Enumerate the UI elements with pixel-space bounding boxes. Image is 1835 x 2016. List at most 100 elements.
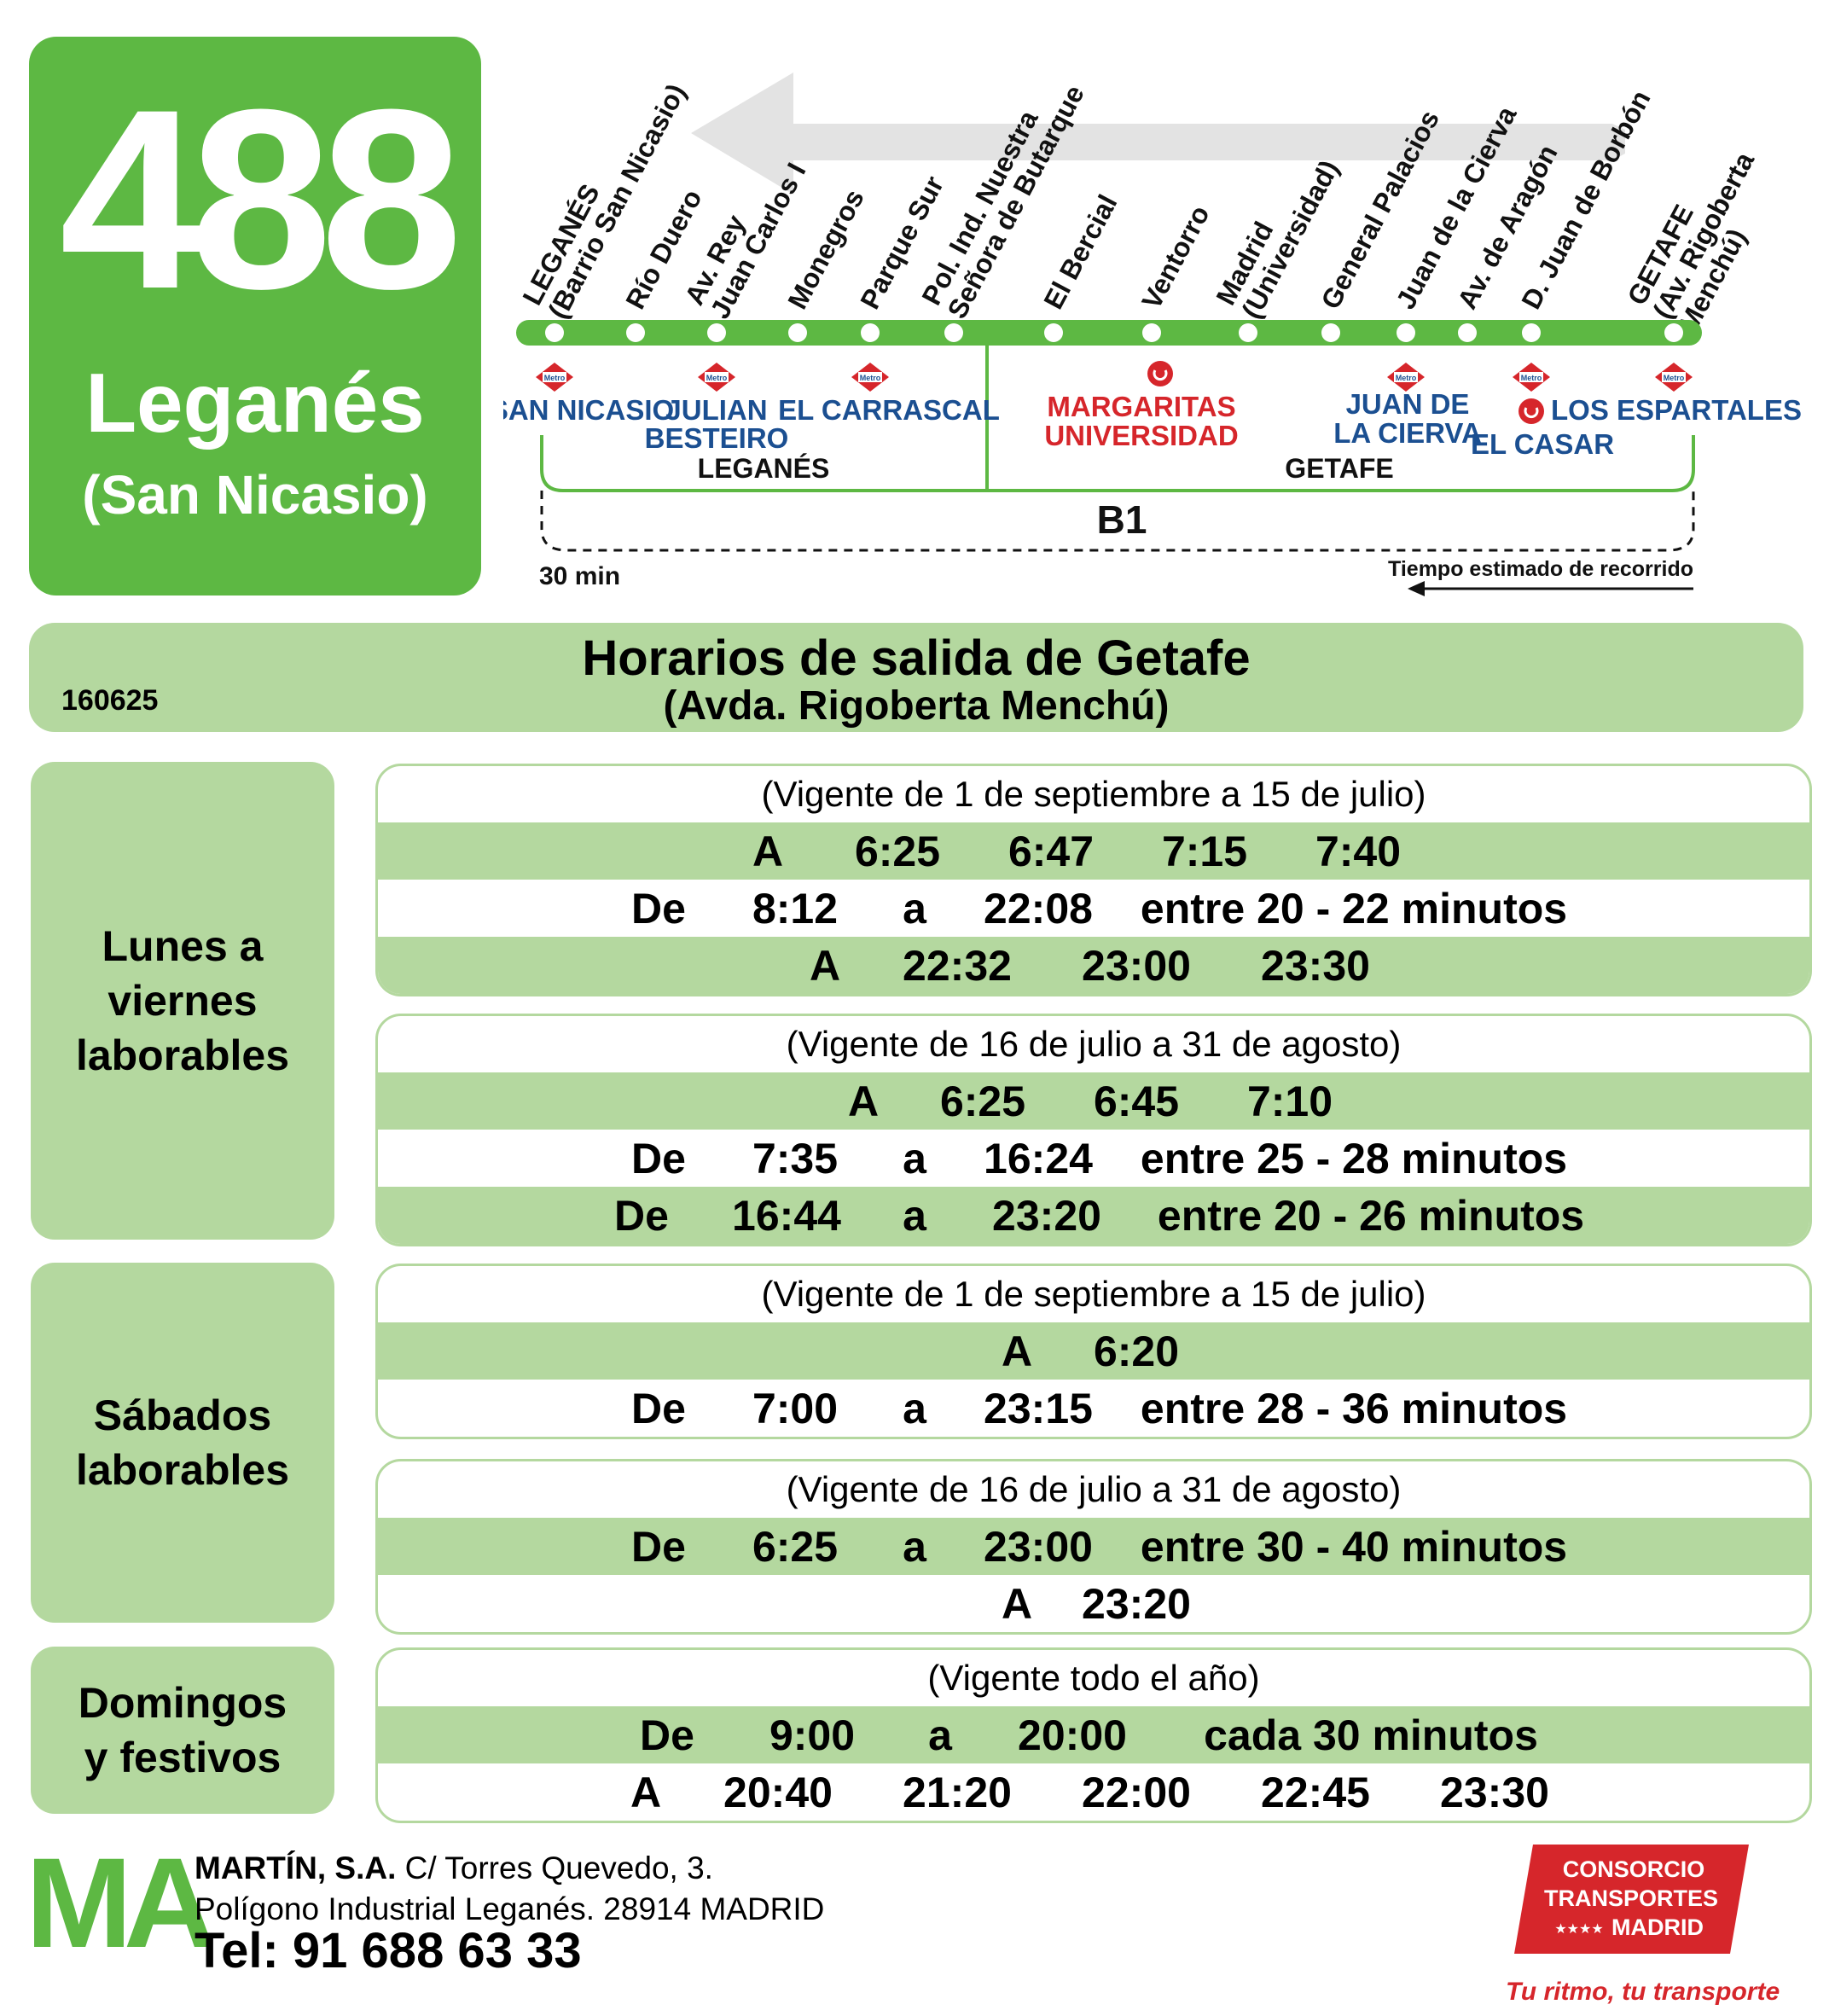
zone-leganes: LEGANÉS [698,453,830,484]
conn-juan-cierva-1: JUAN DE [1346,388,1470,420]
stop-label-text: Ventorro [1135,200,1216,314]
validity-note: (Vigente de 16 de julio a 31 de agosto) [786,1469,1402,1509]
conn-el-casar: EL CASAR [1471,428,1614,460]
conn-juan-cierva-2: LA CIERVA [1333,417,1482,449]
schedule-row: De 7:00 a 23:15 entre 28 - 36 minutos [631,1384,1568,1432]
schedule-panel-saturday-2: (Vigente de 16 de julio a 31 de agosto) … [375,1459,1812,1635]
svg-text:Metro: Metro [706,374,728,382]
svg-text:Metro: Metro [1521,374,1542,382]
stop-labels: LEGANÉS(Barrio San Nicasio)Río DueroAv. … [516,78,1760,337]
route-number: 488 [59,55,463,342]
stop-dot [545,323,564,342]
stop-dot [1044,323,1063,342]
validity-note: (Vigente de 16 de julio a 31 de agosto) [786,1024,1402,1064]
schedule-row: A 23:20 [1001,1579,1191,1628]
operator-logo: MA [26,1831,216,1974]
conn-julian-2: BESTEIRO [645,422,789,454]
stop-dots [545,323,1683,342]
conn-el-carrascal: EL CARRASCAL [778,394,1000,426]
category-weekday: Lunes a viernes laborables [31,762,334,1240]
metro-icon: Metro [1387,363,1425,392]
stop-label: LEGANÉS(Barrio San Nicasio) [516,78,691,323]
schedule-panel-sunday: (Vigente todo el año) De 9:00 a 20:00 ca… [375,1647,1812,1823]
schedule-row: A 6:20 [378,1322,1809,1380]
cercanias-icon [1519,398,1544,424]
validity-note: (Vigente todo el año) [927,1658,1260,1698]
schedule-subtitle: (Avda. Rigoberta Menchú) [663,683,1170,729]
stop-dot [1142,323,1161,342]
stop-label-text: El Bercial [1037,189,1123,314]
validity-note: (Vigente de 1 de septiembre a 15 de juli… [761,774,1426,814]
ctm-line-3: MADRID [1611,1914,1704,1940]
operator-address: MARTÍN, S.A. C/ Torres Quevedo, 3. Políg… [195,1848,824,1930]
stop-dot [1458,323,1477,342]
ctm-line-2: TRANSPORTES [1544,1885,1718,1911]
schedule-panel-weekday-1: (Vigente de 1 de septiembre a 15 de juli… [375,764,1812,996]
route-badge: 488 Leganés (San Nicasio) [29,37,481,596]
stop-dot [707,323,726,342]
svg-text:Metro: Metro [1396,374,1417,382]
metro-icon: Metro [698,363,735,392]
stop-dot [944,323,963,342]
schedule-row: A 20:40 21:20 22:00 22:45 23:30 [630,1768,1549,1816]
phone-number: Tel: 91 688 63 33 [195,1923,582,1978]
schedule-panel-saturday-1: (Vigente de 1 de septiembre a 15 de juli… [375,1264,1812,1439]
schedule-panel-weekday-2: (Vigente de 16 de julio a 31 de agosto) … [375,1014,1812,1246]
stop-dot [1522,323,1541,342]
route-destination: Leganés [85,356,425,450]
stop-dot [1321,323,1340,342]
fare-bracket [540,491,1695,552]
stars-icon: ★★★★ [1554,1920,1603,1937]
stop-dot [861,323,880,342]
consorcio-logo: CONSORCIO TRANSPORTES MADRID ★★★★ [1514,1845,1749,1954]
category-line: viernes [107,977,258,1025]
conn-margaritas-2: UNIVERSIDAD [1044,420,1238,451]
schedule-row: A 6:25 6:47 7:15 7:40 [378,822,1809,880]
zone-bracket [540,435,1695,492]
svg-text:Metro: Metro [1664,374,1685,382]
schedule-row: De 9:00 a 20:00 cada 30 minutos [378,1706,1809,1763]
stop-dot [626,323,645,342]
route-destination-sub: (San Nicasio) [82,464,428,526]
metro-icon: Metro [1513,363,1550,392]
metro-icon: Metro [851,363,889,392]
stop-label: El Bercial [1037,189,1123,314]
category-line: laborables [75,1446,290,1494]
schedule-title: Horarios de salida de Getafe [582,630,1251,686]
metro-icon: Metro [1655,363,1693,392]
zone-getafe: GETAFE [1285,453,1393,484]
estimate-label: Tiempo estimado de recorrido [1388,557,1693,581]
document-code: 160625 [61,684,159,717]
schedule-row: De 8:12 a 22:08 entre 20 - 22 minutos [631,884,1568,932]
validity-note: (Vigente de 1 de septiembre a 15 de juli… [761,1274,1426,1314]
svg-text:Metro: Metro [860,374,881,382]
category-line: Sábados [93,1391,272,1439]
schedule-row: De 16:44 a 23:20 entre 20 - 26 minutos [378,1187,1809,1244]
stop-label: Ventorro [1135,200,1216,314]
cercanias-icon [1147,361,1173,386]
stop-dot [788,323,807,342]
address-line-2: Polígono Industrial Leganés. 28914 MADRI… [195,1891,825,1926]
schedule-row: A 22:32 23:00 23:30 [378,937,1809,994]
conn-san-nicasio: SAN NICASIO [503,394,674,426]
duration-label: 30 min [539,562,620,590]
category-line: Lunes a [102,922,264,970]
direction-arrow [691,73,1625,195]
conn-julian-1: JULIAN [665,394,767,426]
schedule-row: De 6:25 a 23:00 entre 30 - 40 minutos [378,1518,1809,1575]
fare-zone: B1 [1097,497,1147,542]
stop-dot [1239,323,1257,342]
category-saturday: Sábados laborables [31,1263,334,1623]
schedule-row: De 7:35 a 16:24 entre 25 - 28 minutos [631,1134,1568,1182]
company-name: MARTÍN, S.A. [195,1850,397,1885]
schedule-row: A 6:25 6:45 7:10 [378,1072,1809,1130]
conn-margaritas-1: MARGARITAS [1047,391,1235,422]
route-diagram: LEGANÉS(Barrio San Nicasio)Río DueroAv. … [503,73,1802,596]
metro-icon: Metro [536,363,573,392]
category-line: Domingos [78,1679,287,1727]
stop-dot [1664,323,1683,342]
estimate-arrow-head [1408,581,1425,596]
category-line: laborables [75,1031,290,1079]
category-sunday: Domingos y festivos [31,1647,334,1814]
